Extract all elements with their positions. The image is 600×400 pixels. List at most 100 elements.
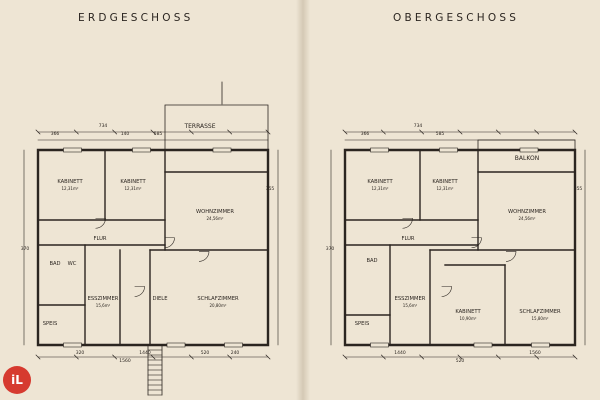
title-obergeschoss: OBERGESCHOSS bbox=[393, 12, 520, 24]
right-dim-tick bbox=[380, 354, 386, 360]
left-room-area-wohnzimmer: 24,56m² bbox=[207, 216, 224, 221]
right-dim-tick bbox=[419, 129, 425, 135]
left-window bbox=[212, 147, 232, 153]
left-door-swing bbox=[164, 237, 175, 249]
left-dim-tick bbox=[112, 129, 118, 135]
left-dimension-label: 140 bbox=[121, 131, 130, 137]
right-door-swing bbox=[441, 286, 452, 297]
right-dim-tick bbox=[534, 129, 540, 135]
left-dimension-label: 1440 bbox=[139, 350, 151, 356]
left-window bbox=[132, 147, 151, 153]
left-window bbox=[63, 342, 82, 348]
left-dim-tick bbox=[150, 354, 156, 360]
left-room-label-flur: FLUR bbox=[93, 236, 106, 242]
left-room-label-wohnzimmer: WOHNZIMMER bbox=[196, 209, 234, 215]
left-window bbox=[224, 342, 243, 348]
left-room-area-schlafzimmer: 20,80m² bbox=[210, 303, 227, 308]
right-room-label-wohnzimmer: WOHNZIMMER bbox=[508, 209, 546, 215]
left-dimension-label: 520 bbox=[201, 350, 210, 356]
right-room-label-speis: SPEIS bbox=[355, 321, 370, 327]
left-dimension-label: 585 bbox=[154, 131, 163, 137]
right-dimension-label: 734 bbox=[414, 123, 423, 129]
right-room-label-kabinett_1: KABINETT bbox=[367, 179, 393, 185]
left-dimension-label: 240 bbox=[231, 350, 240, 356]
right-dim-tick bbox=[495, 354, 501, 360]
left-dim-tick bbox=[265, 354, 271, 360]
left-dim-tick bbox=[188, 129, 194, 135]
left-dimension-label: 734 bbox=[99, 123, 108, 129]
page-fold bbox=[296, 0, 310, 400]
right-dim-tick bbox=[457, 129, 463, 135]
left-dim-tick bbox=[35, 354, 41, 360]
left-dim-tick bbox=[227, 354, 233, 360]
right-room-label-kabinett_3: KABINETT bbox=[455, 309, 481, 315]
left-room-area-essecke: 15,6m² bbox=[96, 303, 111, 308]
left-room-label-essecke: ESSZIMMER bbox=[88, 296, 119, 302]
left-dimension-label: 355 bbox=[266, 186, 275, 192]
left-room-area-kabinett_2: 12,31m² bbox=[125, 186, 142, 191]
right-dim-tick bbox=[495, 129, 501, 135]
left-door-swing bbox=[134, 286, 145, 297]
left-dim-tick bbox=[227, 129, 233, 135]
right-dimension-label: 520 bbox=[456, 358, 465, 364]
right-exterior-outline bbox=[477, 139, 576, 150]
right-room-area-kabinett_1: 12,31m² bbox=[372, 186, 389, 191]
right-door-swing bbox=[402, 217, 413, 229]
right-window bbox=[473, 342, 493, 348]
left-dim-tick bbox=[188, 354, 194, 360]
left-door-swing bbox=[198, 251, 210, 262]
left-room-label-bad: BAD bbox=[49, 261, 60, 267]
left-window bbox=[63, 147, 82, 153]
right-outer-wall bbox=[343, 148, 577, 347]
left-exterior-outline bbox=[164, 104, 269, 150]
left-room-label-kabinett_1: KABINETT bbox=[57, 179, 83, 185]
brand-logo: iL bbox=[3, 366, 31, 394]
left-outer-wall bbox=[36, 148, 270, 347]
left-room-label-kabinett_2: KABINETT bbox=[120, 179, 146, 185]
right-window bbox=[370, 147, 389, 153]
left-dimension-label: 366 bbox=[51, 131, 60, 137]
right-room-area-essecke: 15,6m² bbox=[403, 303, 418, 308]
right-dimension-label: 355 bbox=[574, 186, 583, 192]
right-dimension-label: 366 bbox=[361, 131, 370, 137]
right-dim-tick bbox=[380, 129, 386, 135]
left-dim-tick bbox=[73, 354, 79, 360]
left-window bbox=[166, 342, 186, 348]
right-dimension-label: 585 bbox=[436, 131, 445, 137]
right-room-label-essecke: ESSZIMMER bbox=[395, 296, 426, 302]
right-room-area-wohnzimmer: 24,56m² bbox=[519, 216, 536, 221]
left-dimension-label: 370 bbox=[21, 246, 30, 252]
right-dim-tick bbox=[342, 354, 348, 360]
right-window bbox=[519, 147, 539, 153]
left-door-swing bbox=[95, 217, 106, 229]
right-dim-tick bbox=[457, 354, 463, 360]
right-room-label-kabinett_2: KABINETT bbox=[432, 179, 458, 185]
right-room-label-bad: BAD bbox=[366, 258, 377, 264]
right-dim-tick bbox=[342, 129, 348, 135]
right-dimension-label: 370 bbox=[326, 246, 335, 252]
right-dimension-label: 1560 bbox=[529, 350, 541, 356]
left-room-area-kabinett_1: 12,31m² bbox=[62, 186, 79, 191]
right-dim-tick bbox=[572, 354, 578, 360]
right-window bbox=[531, 342, 550, 348]
left-room-label-schlafzimmer: SCHLAFZIMMER bbox=[197, 296, 239, 302]
left-dim-tick bbox=[150, 129, 156, 135]
left-dim-tick bbox=[112, 354, 118, 360]
left-dimension-label: 1560 bbox=[119, 358, 131, 364]
right-dim-tick bbox=[572, 129, 578, 135]
right-room-label-schlafzimmer: SCHLAFZIMMER bbox=[519, 309, 561, 315]
right-room-area-kabinett_3: 10,90m² bbox=[460, 316, 477, 321]
right-window bbox=[439, 147, 458, 153]
right-room-area-schlafzimmer: 15,80m² bbox=[532, 316, 549, 321]
right-room-area-kabinett_2: 12,31m² bbox=[437, 186, 454, 191]
left-room-label-diele: DIELE bbox=[153, 296, 168, 302]
left-dimension-label: 320 bbox=[76, 350, 85, 356]
right-dim-tick bbox=[419, 354, 425, 360]
left-room-label-wc: WC bbox=[68, 261, 77, 267]
right-room-label-flur: FLUR bbox=[401, 236, 414, 242]
left-dim-tick bbox=[35, 129, 41, 135]
right-window bbox=[370, 342, 389, 348]
right-exterior-label: BALKON bbox=[515, 155, 539, 162]
